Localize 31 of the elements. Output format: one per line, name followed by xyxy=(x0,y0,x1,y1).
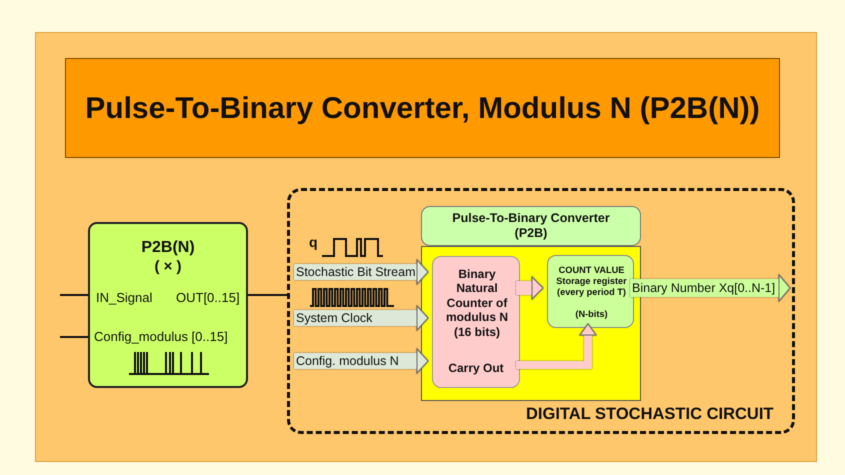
dashed-region xyxy=(287,188,795,434)
counter-box xyxy=(432,256,520,388)
edge-label: Stochastic Bit Stream xyxy=(296,265,416,279)
block-text: ( × ) xyxy=(153,258,183,276)
signal-label: q xyxy=(309,234,318,250)
function-block xyxy=(88,222,248,388)
header-title: Pulse-To-Binary Converter (P2B) xyxy=(451,211,611,241)
title: Pulse-To-Binary Converter, Modulus N (P2B(N)) xyxy=(84,90,761,126)
header-box xyxy=(421,206,641,246)
block-text: P2B(N) xyxy=(140,238,196,258)
block-arrow xyxy=(630,274,791,302)
block-arrow xyxy=(294,258,429,286)
edge-label: System Clock xyxy=(296,311,372,325)
signal-line xyxy=(60,294,88,296)
block-arrow xyxy=(516,323,597,369)
block-text: Config_modulus [0..15] xyxy=(94,329,228,345)
counter-text: Binary Natural Counter of modulus N (16 bits) xyxy=(445,267,509,339)
edge-label: Binary Number Xq[0..N-1] xyxy=(632,281,776,295)
block-arrow xyxy=(294,348,429,374)
region-label: DIGITAL STOCHASTIC CIRCUIT xyxy=(526,405,774,425)
edge-label: Config. modulus N xyxy=(296,354,399,368)
block-arrow xyxy=(294,304,429,332)
register-box xyxy=(547,255,634,328)
counter-text: Carry Out xyxy=(447,361,505,376)
block-text: IN_Signal xyxy=(96,290,152,306)
signal-line xyxy=(248,294,287,296)
signal-line xyxy=(60,336,88,338)
block-arrow xyxy=(516,276,544,300)
register-text: (N-bits) xyxy=(574,309,609,320)
register-text: COUNT VALUE Storage register (every period T) xyxy=(555,265,628,298)
block-text: OUT[0..15] xyxy=(176,290,240,306)
